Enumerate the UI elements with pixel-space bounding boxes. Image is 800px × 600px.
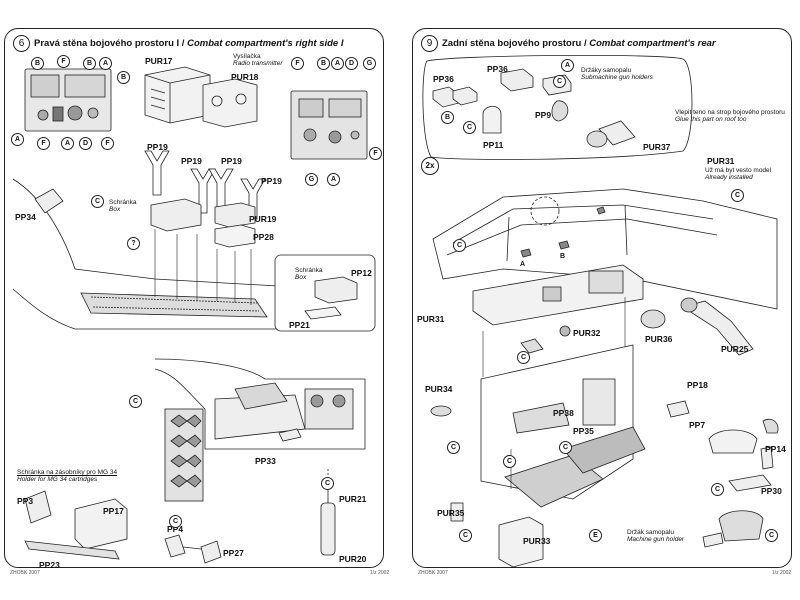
marker-b: B [441, 111, 454, 124]
label-pur32: PUR32 [573, 328, 601, 338]
marker-a: A [561, 59, 574, 72]
label-pp3: PP3 [17, 496, 34, 506]
left-step-number: 6 [13, 35, 30, 52]
marker-c: C [559, 441, 572, 454]
marker-question: ? [127, 237, 140, 250]
marker-b: B [317, 57, 330, 70]
label-pur37: PUR37 [643, 142, 671, 152]
footer-left-a: ZHOBK 2007 [10, 570, 40, 576]
marker-f: F [369, 147, 382, 160]
label-pp36-a: PP36 [433, 74, 454, 84]
label-pp33: PP33 [255, 456, 276, 466]
marker-a: A [11, 133, 24, 146]
label-pp23: PP23 [39, 560, 60, 570]
label-pp17: PP17 [103, 506, 124, 516]
marker-g: G [305, 173, 318, 186]
marker-e: E [589, 529, 602, 542]
marker-b: B [31, 57, 44, 70]
label-pp7: PP7 [689, 420, 706, 430]
marker-c: C [503, 455, 516, 468]
label-pp35: PP35 [573, 426, 594, 436]
marker-c: C [129, 395, 142, 408]
marker-c: C [447, 441, 460, 454]
label-pp19-c: PP19 [221, 156, 242, 166]
marker-b: B [83, 57, 96, 70]
marker-c: C [321, 477, 334, 490]
marker-f: F [57, 55, 70, 68]
label-pp36-b: PP36 [487, 64, 508, 74]
marker-a: A [517, 259, 528, 270]
label-pp12: PP12 [351, 268, 372, 278]
marker-c: C [731, 189, 744, 202]
label-pur20: PUR20 [339, 554, 367, 564]
marker-c: C [453, 239, 466, 252]
marker-c: C [169, 515, 182, 528]
label-pur35: PUR35 [437, 508, 465, 518]
label-pur17: PUR17 [145, 56, 173, 66]
marker-f: F [101, 137, 114, 150]
marker-a: A [99, 57, 112, 70]
label-pp19-d: PP19 [261, 176, 282, 186]
label-pp28: PP28 [253, 232, 274, 242]
label-pp34: PP34 [15, 212, 36, 222]
marker-c: C [765, 529, 778, 542]
label-pp19-b: PP19 [181, 156, 202, 166]
label-pp18: PP18 [687, 380, 708, 390]
label-pur21: PUR21 [339, 494, 367, 504]
label-pur34: PUR34 [425, 384, 453, 394]
footer-right-a: ZHOBK 2007 [418, 570, 448, 576]
label-pur25: PUR25 [721, 344, 749, 354]
marker-f: F [37, 137, 50, 150]
label-pur31-top: PUR31 [707, 156, 735, 166]
marker-c: C [463, 121, 476, 134]
label-pp11: PP11 [483, 140, 504, 150]
label-pp27: PP27 [223, 548, 244, 558]
marker-d: D [345, 57, 358, 70]
label-pur33: PUR33 [523, 536, 551, 546]
marker-c: C [711, 483, 724, 496]
marker-a: A [331, 57, 344, 70]
label-pur36: PUR36 [645, 334, 673, 344]
label-pp38: PP38 [553, 408, 574, 418]
label-pp9: PP9 [535, 110, 552, 120]
marker-f: F [291, 57, 304, 70]
label-pur19: PUR19 [249, 214, 277, 224]
footer-right-b: 1/z 2002 [772, 570, 792, 576]
marker-g: G [363, 57, 376, 70]
marker-c: C [459, 529, 472, 542]
marker-c: C [553, 75, 566, 88]
marker-a: A [61, 137, 74, 150]
label-pp14: PP14 [765, 444, 786, 454]
marker-d: D [79, 137, 92, 150]
marker-b: B [117, 71, 130, 84]
marker-a: A [327, 173, 340, 186]
right-assembly-drawing [422, 54, 779, 568]
footer-left-b: 1/z 2002 [370, 570, 390, 576]
marker-c: C [91, 195, 104, 208]
label-pur18: PUR18 [231, 72, 259, 82]
label-pp19-a: PP19 [147, 142, 168, 152]
left-assembly-drawing [12, 66, 376, 564]
label-pur31: PUR31 [417, 314, 445, 324]
multiplier-badge: 2x [421, 157, 439, 175]
marker-c: C [517, 351, 530, 364]
marker-b: B [557, 251, 568, 262]
label-pp21: PP21 [289, 320, 310, 330]
label-pp30: PP30 [761, 486, 782, 496]
label-pp4: PP4 [167, 524, 184, 534]
right-step-number: 9 [421, 35, 438, 52]
